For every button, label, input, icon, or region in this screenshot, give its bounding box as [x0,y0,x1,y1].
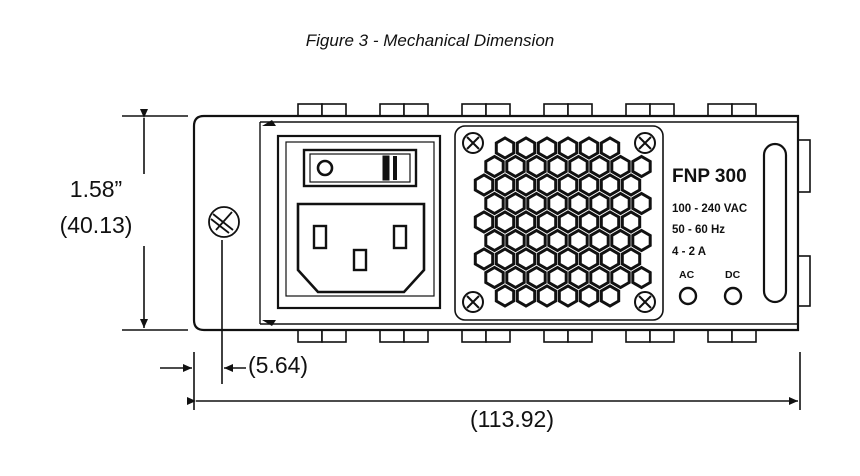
fan-hex-cell [620,247,642,271]
fan-hex-cell [526,191,547,216]
fan-hex-cell [610,265,631,290]
offset-mm-label: (5.64) [248,352,309,378]
fan-hex-cell [536,284,558,308]
fan-hex-cell [473,173,495,197]
fan-hex-cell [620,173,642,197]
fan-hex-cell [631,154,652,179]
height-dimension-line [122,109,188,331]
status-led-icons [678,286,743,306]
fan-hex-cell [578,173,600,197]
width-dimension-line [187,352,801,410]
fan-hex-cell [526,228,547,253]
fan-hex-cell [599,247,621,271]
fan-hex-cell [599,173,621,197]
fan-hex-cell [557,284,579,308]
fan-hex-cell [494,210,516,234]
frequency-label: 50 - 60 Hz [672,224,725,236]
fan-hex-cell [473,247,495,271]
fan-hex-cell [526,154,547,179]
fan-hex-cell [505,191,526,216]
fan-hex-cell [484,265,505,290]
top-connector-tabs [297,103,757,117]
fan-hex-cell [631,191,652,216]
fan-hex-cell [620,210,642,234]
led-dc-label: DC [725,269,741,281]
fan-hex-cell [515,210,537,234]
fan-hex-cell [473,210,495,234]
fan-hex-cell [494,173,516,197]
fan-hex-cell [515,173,537,197]
fan-screw-icons [462,132,656,313]
height-inches-label: 1.58” [69,176,123,202]
fan-hex-cell [505,228,526,253]
fan-hex-cell [505,154,526,179]
fan-hex-cell [515,284,537,308]
fan-hex-cell [578,247,600,271]
fan-hex-cell [557,173,579,197]
current-label: 4 - 2 A [672,246,706,258]
fan-hex-cell [610,154,631,179]
fan-hex-cell [589,228,610,253]
fan-hex-cell [547,265,568,290]
fan-hex-cell [536,173,558,197]
fan-hex-cell [568,265,589,290]
fan-hex-cell [568,228,589,253]
offset-dimension-line [160,240,246,384]
fan-hex-cell [589,154,610,179]
fan-hex-cell [494,247,516,271]
mounting-screw-icon [208,206,240,238]
side-connector [797,139,811,307]
fan-hex-cell [484,191,505,216]
model-label: FNP 300 [672,166,747,187]
fan-hex-cell [610,191,631,216]
fan-hex-cell [589,265,610,290]
width-mm-label: (113.92) [470,406,554,432]
handle-slot [762,142,788,304]
fan-hex-cell [547,191,568,216]
fan-hex-cell [547,154,568,179]
fan-hex-cell [515,247,537,271]
fan-hex-cell [631,265,652,290]
led-ac-label: AC [679,269,695,281]
fan-hex-cell [547,228,568,253]
power-switch [302,148,418,188]
fan-hex-cell [557,136,579,160]
ac-inlet-socket [296,202,426,294]
fan-hex-cell [515,136,537,160]
fan-hex-cell [557,210,579,234]
fan-hex-cell [599,210,621,234]
height-mm-label: (40.13) [59,212,133,238]
fan-hex-cell [578,136,600,160]
fan-hex-cell [599,284,621,308]
voltage-label: 100 - 240 VAC [672,203,747,215]
fan-hex-cell [599,136,621,160]
fan-hex-cell [589,191,610,216]
figure-caption: Figure 3 - Mechanical Dimension [305,31,555,50]
fan-hex-cell [568,154,589,179]
fan-hex-cell [631,228,652,253]
fan-hex-cell [494,284,516,308]
fan-hex-cell [568,191,589,216]
fan-hex-cell [610,228,631,253]
fan-hex-cell [557,247,579,271]
fan-hex-cell [484,228,505,253]
fan-hex-cell [578,284,600,308]
fan-hex-cell [505,265,526,290]
bottom-connector-tabs [297,329,757,343]
fan-hex-cell [536,136,558,160]
fan-hex-cell [484,154,505,179]
fan-hex-cell [526,265,547,290]
fan-hex-cell [494,136,516,160]
fan-hex-cell [578,210,600,234]
fan-grille [454,125,664,321]
fan-hex-cell [536,247,558,271]
fan-hex-cell [536,210,558,234]
